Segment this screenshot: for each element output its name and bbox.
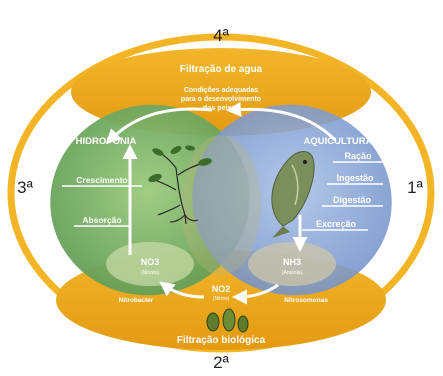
no2-sublabel: (Nitrito)	[213, 296, 230, 302]
stage-label-bottom: 2ª	[213, 353, 229, 372]
fish-icon	[271, 151, 315, 238]
hidroponia-item-absorcao: Absorção	[82, 215, 121, 225]
arrow-from-aquicultura	[226, 101, 337, 142]
aquicultura-title: AQUICULTURA	[304, 136, 373, 147]
top-band-note-line-1: Condições adequadas	[184, 87, 258, 94]
aquicultura-item-digestao: Digestão	[333, 195, 372, 205]
bottom-band-title: Filtração biológica	[177, 335, 266, 346]
top-band-title: Filtração de agua	[180, 64, 263, 75]
aquicultura-item-ingestao: Ingestão	[336, 173, 374, 183]
arrow-to-hidroponia	[105, 107, 213, 145]
arrow-nh3-to-no2	[232, 283, 279, 305]
aquicultura-item-excrecao: Excreção	[316, 219, 357, 229]
no3-sublabel: (Nitrato)	[141, 270, 159, 276]
nitrobacter-label: Nitrobacter	[119, 297, 154, 304]
hidroponia-lobe	[50, 104, 250, 296]
stage-label-top: 4ª	[213, 26, 229, 45]
bacteria-icon	[206, 308, 249, 333]
no2-label: NO2	[212, 284, 231, 294]
top-band-note-line-2: para o desenvolvimento	[181, 96, 261, 103]
top-band-note-line-3: dos peixes	[203, 105, 239, 112]
arrow-no2-to-no3	[159, 281, 205, 299]
plant-icon	[148, 145, 212, 225]
stage-label-right: 1ª	[407, 178, 423, 197]
hidroponia-title: HIDROPONIA	[76, 136, 137, 147]
nh3-sublabel: (Amonia)	[282, 270, 303, 276]
hidroponia-item-underlines	[62, 185, 142, 227]
overlap-region	[181, 135, 261, 275]
hidroponia-item-crescimento: Crescimento	[76, 175, 128, 185]
no3-label: NO3	[141, 257, 160, 267]
no3-bubble	[106, 242, 194, 286]
stage-label-left: 3ª	[17, 178, 33, 197]
nitrosomonas-label: Nitrosomonas	[284, 297, 328, 304]
nh3-label: NH3	[283, 257, 301, 267]
aquicultura-item-underlines	[302, 161, 383, 231]
aquicultura-item-racao: Ração	[344, 151, 372, 161]
nh3-bubble	[248, 242, 336, 286]
